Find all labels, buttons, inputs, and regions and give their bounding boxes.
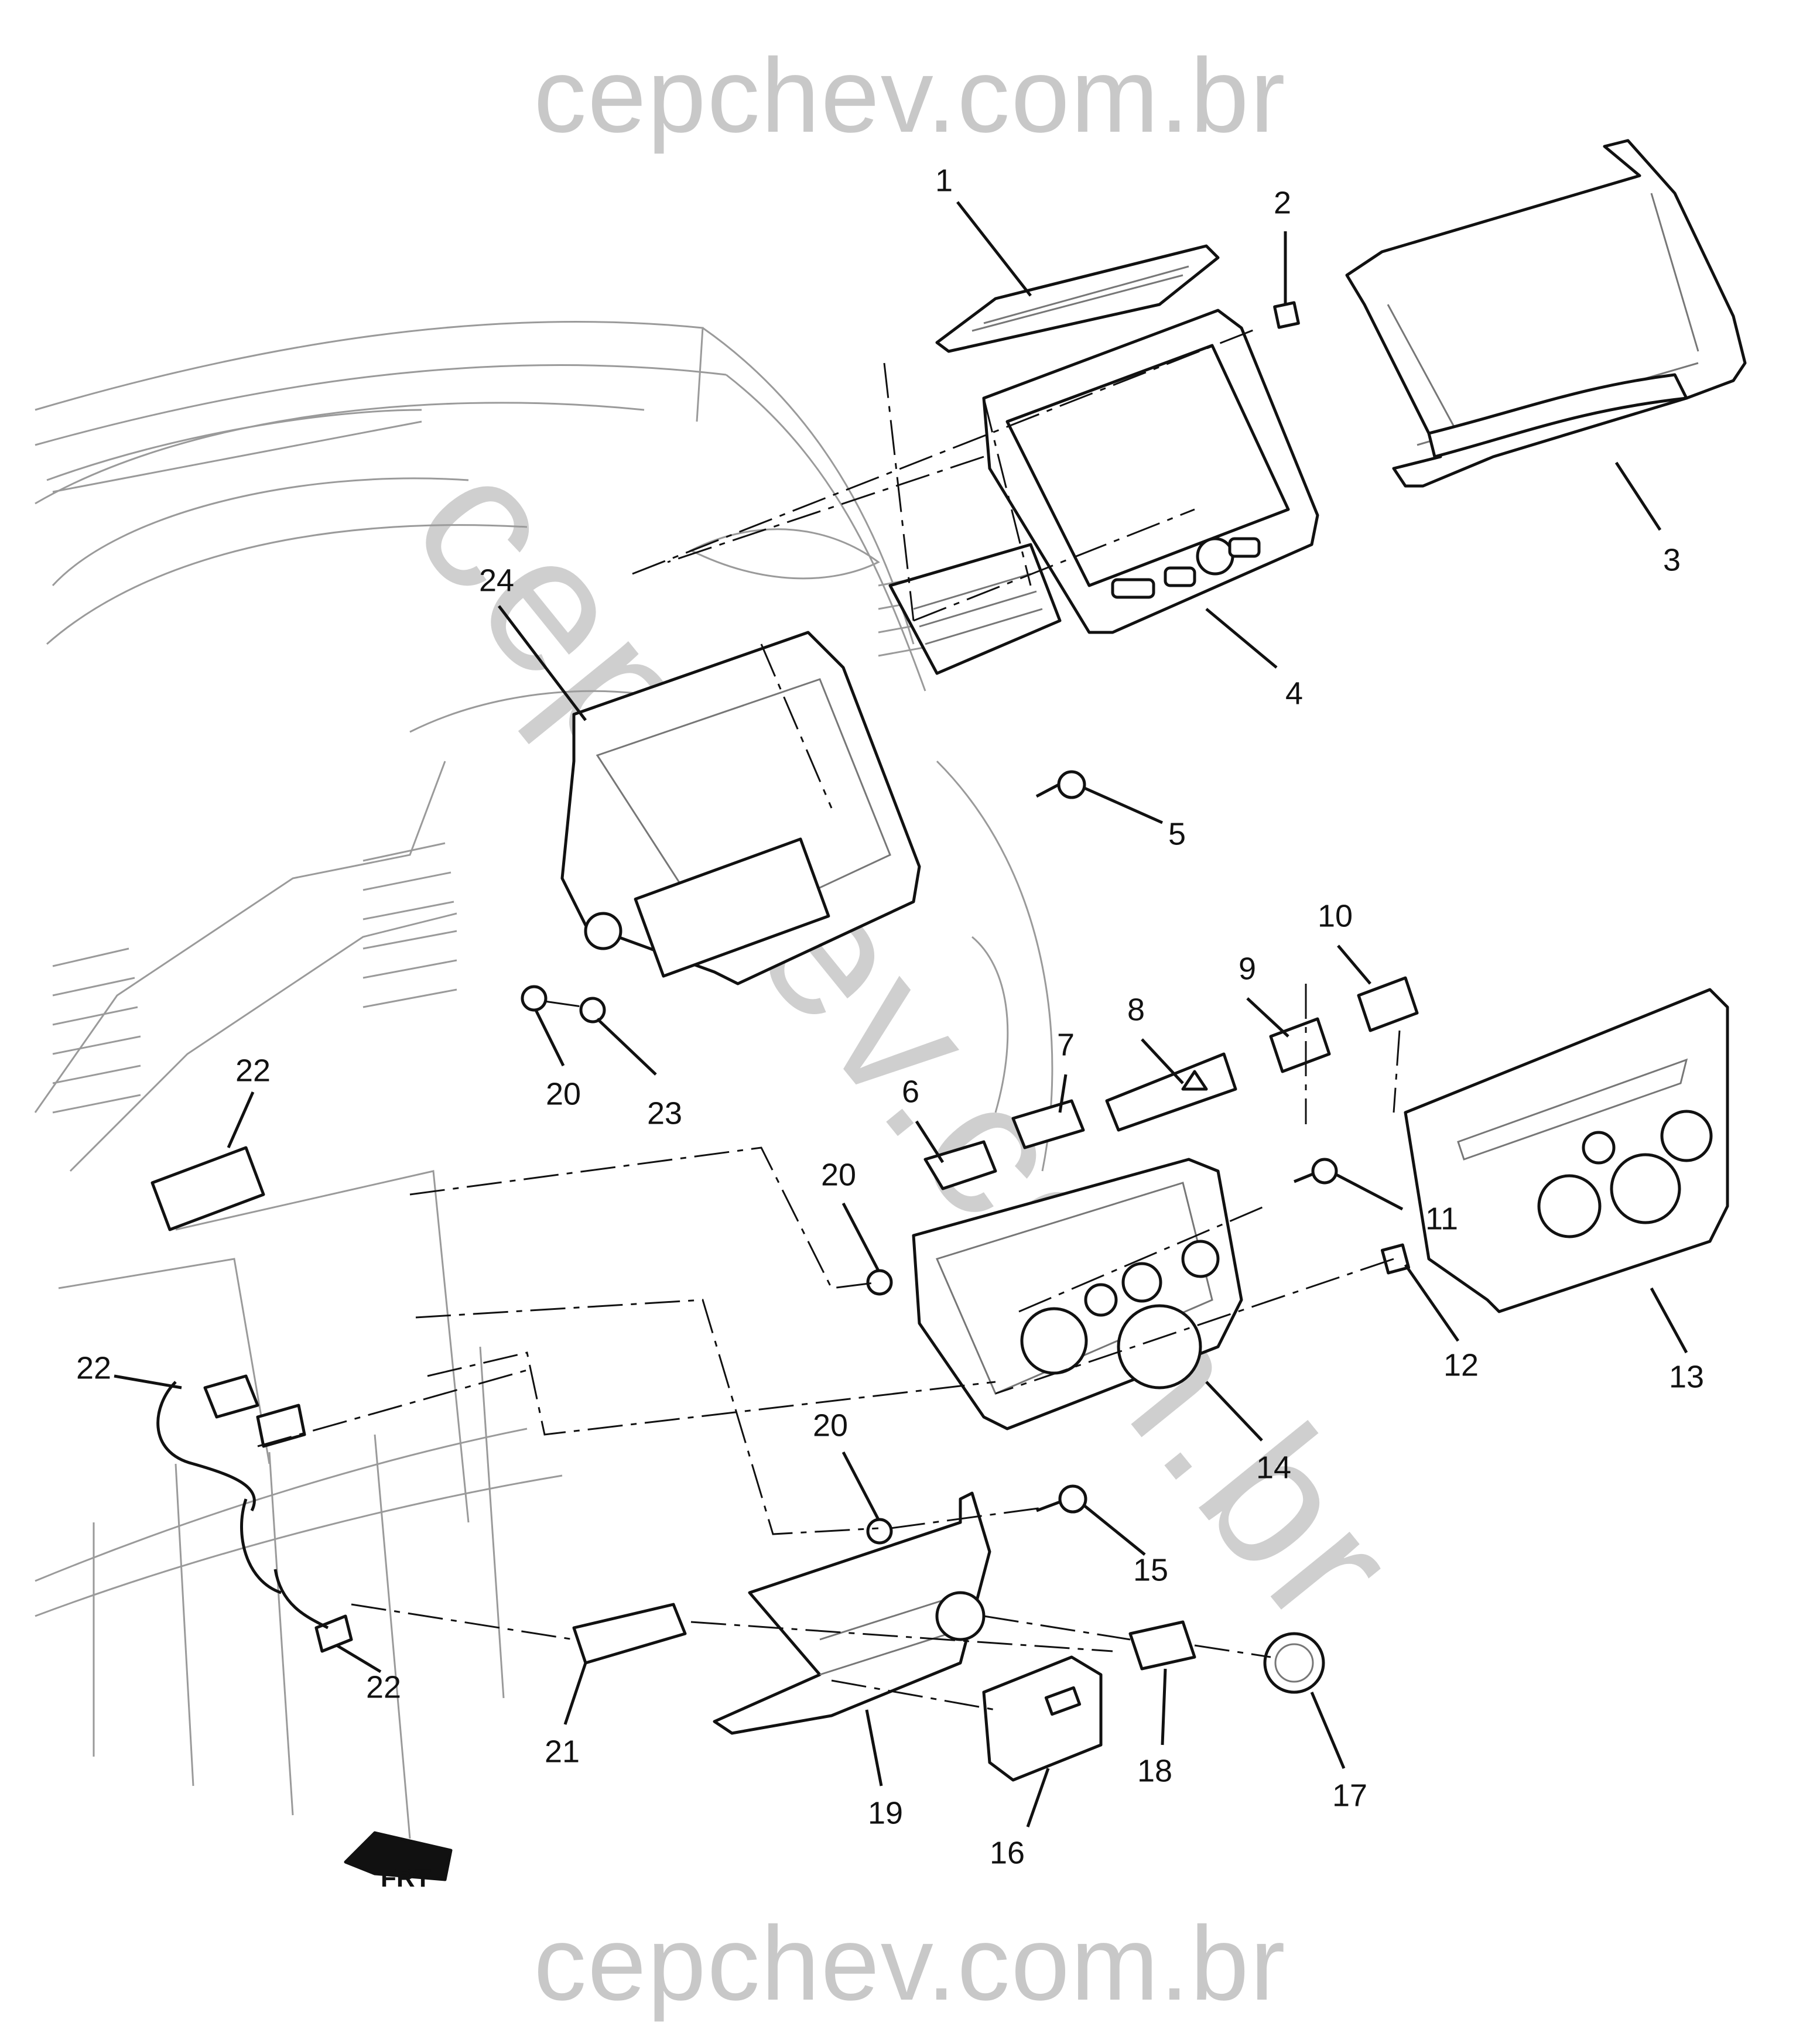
- part-3-radio-bezel: [1345, 139, 1747, 488]
- part-4-radio-display-module: [888, 309, 1319, 675]
- part-17-outlet-cap: [1263, 1632, 1325, 1694]
- watermark-top: cepchev.com.br: [533, 37, 1287, 155]
- callout-2: 2: [1274, 185, 1291, 220]
- part-20-nut-middle: [866, 1269, 893, 1296]
- callout-6: 6: [902, 1074, 919, 1109]
- front-direction-indicator: FRT: [344, 1831, 453, 1892]
- part-21-usb-port: [572, 1603, 687, 1665]
- part-8-hazard-switch: [1105, 1052, 1237, 1132]
- callout-11: 11: [1425, 1201, 1458, 1236]
- part-1-defroster-grille: [935, 244, 1220, 353]
- callout-19: 19: [868, 1795, 903, 1830]
- callout-22-upper: 22: [235, 1053, 271, 1088]
- callout-22-middle: 22: [76, 1350, 111, 1385]
- part-23-retainer: [579, 997, 606, 1024]
- part-10-switch: [1357, 976, 1419, 1032]
- callout-7: 7: [1057, 1027, 1075, 1062]
- callout-16: 16: [990, 1835, 1025, 1870]
- part-5-bolt: [1035, 770, 1086, 799]
- instrument-panel-background: [34, 321, 1053, 1839]
- part-11-screw: [1294, 1158, 1338, 1185]
- callout-labels: 1 2 3 4 5 6 7 8 9 10 11 12 13 14 15 16 1…: [76, 163, 1704, 1870]
- part-7-switch: [1011, 1099, 1085, 1149]
- part-12-clip: [1380, 1243, 1411, 1275]
- leader-lines: [114, 201, 1688, 1827]
- callout-12: 12: [1443, 1347, 1479, 1382]
- part-19-lower-bezel-bracket: [713, 1491, 991, 1735]
- part-6-switch: [923, 1140, 997, 1190]
- callout-5: 5: [1168, 816, 1186, 851]
- callout-18: 18: [1137, 1753, 1172, 1788]
- part-18-power-outlet: [1128, 1620, 1196, 1671]
- callout-21: 21: [545, 1734, 580, 1769]
- callout-15: 15: [1133, 1552, 1168, 1587]
- callout-20-upper: 20: [546, 1076, 581, 1111]
- part-13-climate-bezel: [1404, 988, 1729, 1313]
- callout-4: 4: [1285, 676, 1303, 711]
- callout-1: 1: [935, 163, 953, 198]
- part-15-bolt: [1036, 1484, 1087, 1514]
- part-16-auxiliary-module: [982, 1655, 1103, 1782]
- reference-lines: [257, 327, 1401, 1711]
- callout-10: 10: [1318, 898, 1353, 933]
- callout-24: 24: [479, 563, 514, 598]
- callout-9: 9: [1239, 951, 1256, 986]
- callout-14: 14: [1256, 1450, 1291, 1485]
- frt-label: FRT: [381, 1864, 431, 1892]
- part-2-clip: [1273, 301, 1300, 329]
- callout-17: 17: [1332, 1778, 1367, 1813]
- callout-13: 13: [1669, 1359, 1704, 1394]
- part-24-radio-bracket: [560, 631, 921, 985]
- callout-20-lower: 20: [813, 1408, 848, 1443]
- callout-3: 3: [1663, 542, 1681, 577]
- callout-20-middle: 20: [821, 1157, 856, 1192]
- callout-8: 8: [1127, 992, 1145, 1027]
- part-20-nut-lower: [866, 1518, 893, 1545]
- part-14-hvac-control-module: [912, 1158, 1243, 1430]
- part-22-wiring-harness: [150, 1146, 353, 1653]
- callout-22-lower: 22: [366, 1669, 401, 1705]
- watermark-bottom: cepchev.com.br: [533, 1905, 1287, 2022]
- callout-23: 23: [647, 1096, 682, 1131]
- part-20-nut-upper: [521, 985, 548, 1012]
